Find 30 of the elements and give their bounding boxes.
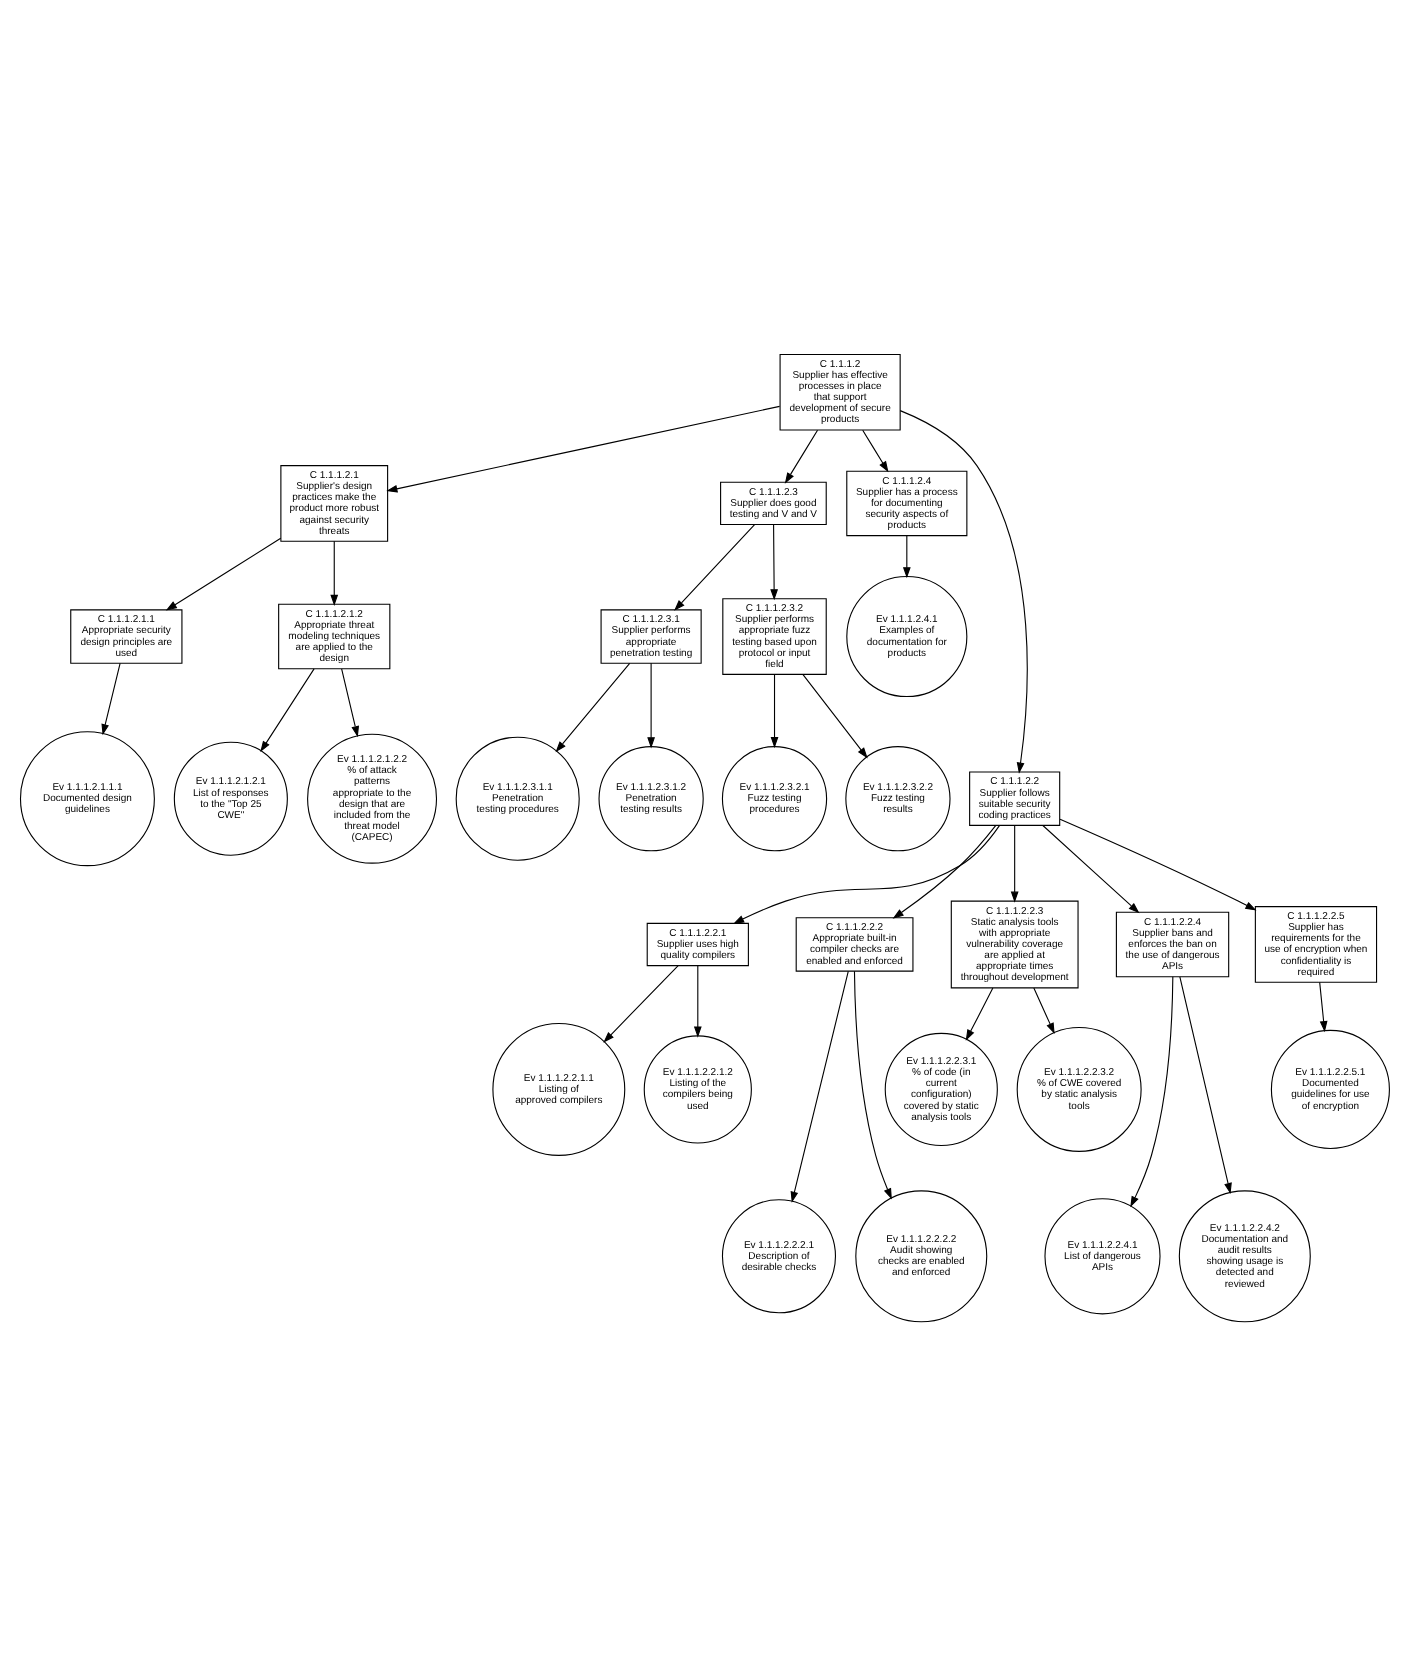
arrow	[899, 410, 1028, 774]
arrow	[1130, 976, 1174, 1208]
arrow	[674, 524, 756, 611]
arrow	[555, 662, 631, 753]
arrow	[862, 429, 889, 473]
arrow	[784, 429, 819, 484]
arrow	[1059, 818, 1257, 911]
arrow	[1319, 981, 1328, 1033]
arrow	[386, 405, 781, 493]
arrow	[733, 825, 1000, 924]
arrow	[770, 673, 779, 749]
arrow	[647, 662, 655, 749]
arrow	[165, 537, 282, 611]
arrow	[965, 987, 994, 1041]
arrow	[603, 965, 679, 1043]
arrow	[802, 673, 868, 759]
arrow	[790, 970, 849, 1203]
arrow	[1033, 987, 1055, 1035]
arrow	[770, 524, 778, 601]
arrow	[1179, 976, 1232, 1195]
arrow	[853, 970, 892, 1200]
arrow	[1042, 824, 1140, 914]
arrow	[260, 668, 315, 753]
arrow	[330, 540, 339, 606]
arrow	[693, 965, 702, 1038]
arrow	[892, 824, 997, 919]
arrow	[341, 668, 360, 738]
arrow	[1010, 824, 1019, 903]
arrow	[101, 662, 121, 736]
arrow	[902, 535, 911, 579]
